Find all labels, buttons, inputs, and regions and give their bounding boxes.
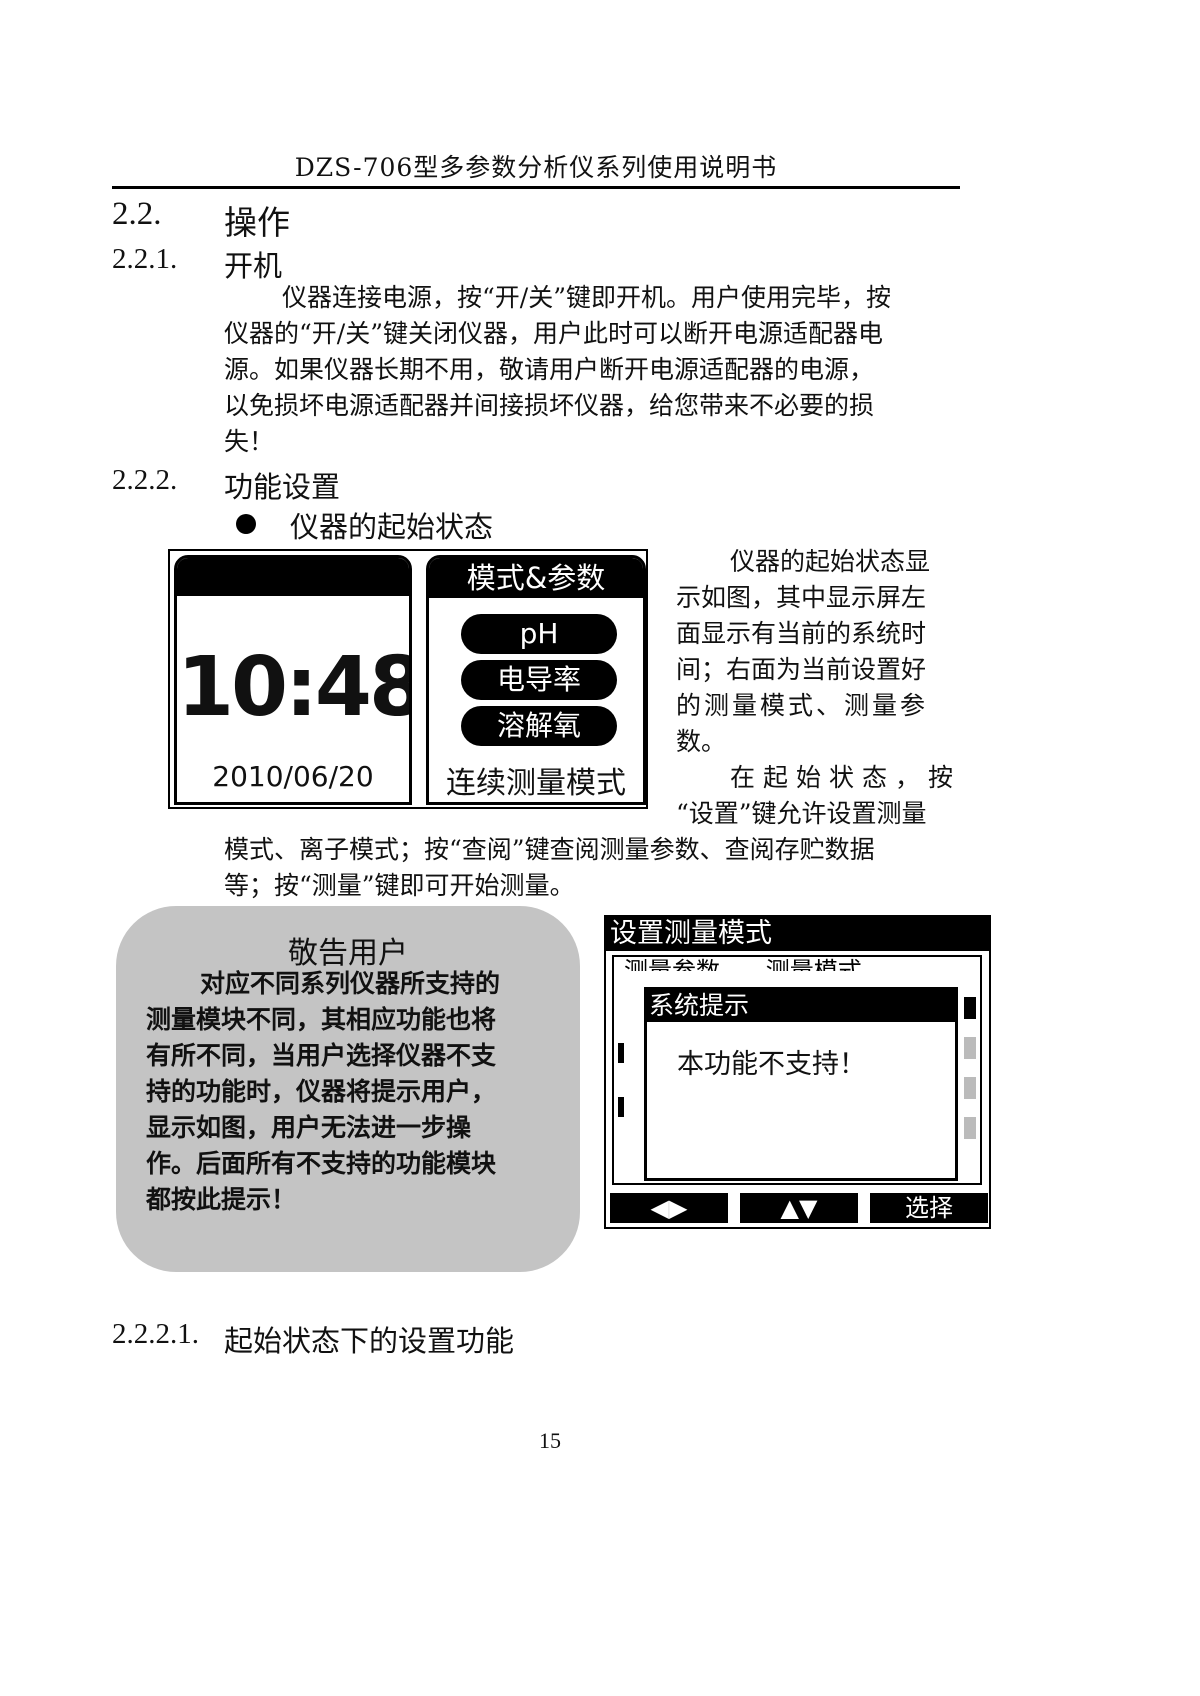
subsection-title: 功能设置 <box>224 470 341 504</box>
mode-panel: 模式&参数 pH 电导率 溶解氧 连续测量模式 <box>426 555 646 805</box>
paragraph-line: 仪器连接电源，按“开/关”键即开机。用户使用完毕，按 <box>282 283 891 312</box>
paragraph-line: 失！ <box>224 427 275 456</box>
warning-line: 作。后面所有不支持的功能模块 <box>146 1149 497 1178</box>
warning-line: 测量模块不同，其相应功能也将 <box>146 1005 497 1034</box>
warning-line: 都按此提示！ <box>146 1185 297 1214</box>
paragraph-line: “设置”键允许设置测量 <box>676 799 927 828</box>
warning-line: 有所不同，当用户选择仪器不支 <box>146 1041 497 1070</box>
clock-time: 10:48 <box>177 640 412 735</box>
warning-title: 敬告用户 <box>288 936 408 971</box>
paragraph-line: 示如图，其中显示屏左 <box>676 583 927 612</box>
dialog-title: 系统提示 <box>647 990 955 1022</box>
warning-line: 显示如图，用户无法进一步操 <box>146 1113 472 1142</box>
param-pill: 溶解氧 <box>461 706 617 746</box>
warning-box: 敬告用户 对应不同系列仪器所支持的 测量模块不同，其相应功能也将 有所不同，当用… <box>116 906 580 1272</box>
clock-panel: 10:48 2010/06/20 <box>174 555 412 805</box>
subsection-title: 开机 <box>224 249 283 283</box>
paragraph-line: 面显示有当前的系统时 <box>676 619 927 648</box>
paragraph-line: 数。 <box>676 727 727 756</box>
paragraph-line: 仪器的起始状态显 <box>730 547 931 576</box>
paragraph-line: 的测量模式、测量参 <box>676 691 929 720</box>
section-number: 2.2. <box>112 196 162 232</box>
paragraph-line: 在起始状态，按 <box>730 763 962 792</box>
list-marker <box>618 1097 624 1117</box>
param-pill: pH <box>461 614 617 654</box>
section-title: 操作 <box>224 203 290 242</box>
screen-title: 设置测量模式 <box>606 917 989 951</box>
bullet-icon <box>236 514 256 534</box>
paragraph-line: 等；按“测量”键即可开始测量。 <box>224 871 575 900</box>
up-down-key[interactable]: ▲▼ <box>740 1193 858 1223</box>
left-right-key[interactable]: ◀▶ <box>610 1193 728 1223</box>
system-dialog: 系统提示 本功能不支持！ <box>644 987 958 1181</box>
warning-line: 对应不同系列仪器所支持的 <box>200 969 501 998</box>
subsection-number: 2.2.2. <box>112 464 178 496</box>
measure-mode: 连续测量模式 <box>446 766 626 801</box>
subsection-title: 起始状态下的设置功能 <box>224 1324 515 1358</box>
paragraph-line: 间；右面为当前设置好 <box>676 655 927 684</box>
bullet-heading: 仪器的起始状态 <box>290 510 494 544</box>
header-divider <box>112 186 960 189</box>
paragraph-line: 仪器的“开/关”键关闭仪器，用户此时可以断开电源适配器电 <box>224 319 883 348</box>
initial-status-screen: 10:48 2010/06/20 模式&参数 pH 电导率 溶解氧 连续测量模式 <box>168 549 648 809</box>
page-header: DZS-706型多参数分析仪系列使用说明书 <box>294 153 778 182</box>
select-key[interactable]: 选择 <box>870 1193 988 1223</box>
clock-panel-header <box>177 558 409 596</box>
clock-date: 2010/06/20 <box>212 760 374 793</box>
list-marker <box>964 997 976 1019</box>
subsection-number: 2.2.1. <box>112 243 178 275</box>
page-number: 15 <box>539 1428 561 1453</box>
mode-panel-header: 模式&参数 <box>429 558 643 598</box>
list-marker <box>964 1117 976 1139</box>
paragraph-line: 源。如果仪器长期不用，敬请用户断开电源适配器的电源， <box>224 355 875 384</box>
list-marker <box>964 1037 976 1059</box>
paragraph-line: 模式、离子模式；按“查阅”键查阅测量参数、查阅存贮数据 <box>224 835 875 864</box>
param-pill: 电导率 <box>461 660 617 700</box>
paragraph-line: 以免损坏电源适配器并间接损坏仪器，给您带来不必要的损 <box>224 391 875 420</box>
dialog-message: 本功能不支持！ <box>677 1049 866 1080</box>
unsupported-prompt-screen: 设置测量模式 测量参数 测量模式 系统提示 本功能不支持！ ◀▶ ▲▼ 选择 <box>604 915 991 1229</box>
list-header: 测量参数 测量模式 <box>624 957 862 971</box>
list-frame: 测量参数 测量模式 <box>612 955 982 1185</box>
warning-line: 持的功能时，仪器将提示用户， <box>146 1077 497 1106</box>
subsection-number: 2.2.2.1. <box>112 1318 199 1350</box>
warning-text: 对应不同系列仪器所支持的 测量模块不同，其相应功能也将 有所不同，当用户选择仪器… <box>146 966 546 1218</box>
list-marker <box>618 1043 624 1063</box>
list-marker <box>964 1077 976 1099</box>
